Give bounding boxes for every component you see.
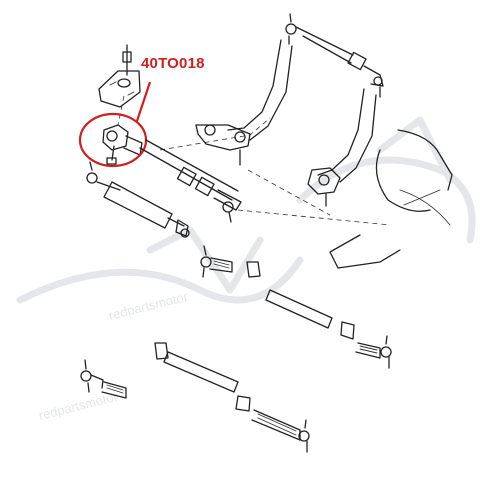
center-link-assembly [139, 139, 242, 223]
ball-joint-40TO018 [102, 124, 143, 165]
part-number-label: 40TO018 [141, 55, 205, 72]
callout-marker [78, 81, 152, 168]
pitman-arm [195, 39, 293, 166]
lower-tie-rod-exploded [80, 342, 310, 453]
brand-watermark: redpartsmotor redpartsmotor [16, 116, 476, 423]
idler-arm [307, 88, 377, 207]
middle-tie-rod-exploded [200, 245, 392, 369]
upper-relay-rod [285, 13, 384, 98]
watermark-tagline: redpartsmotor [107, 289, 190, 323]
steering-damper [86, 161, 190, 238]
frame-outline [329, 129, 453, 269]
mounting-bracket [98, 44, 141, 108]
